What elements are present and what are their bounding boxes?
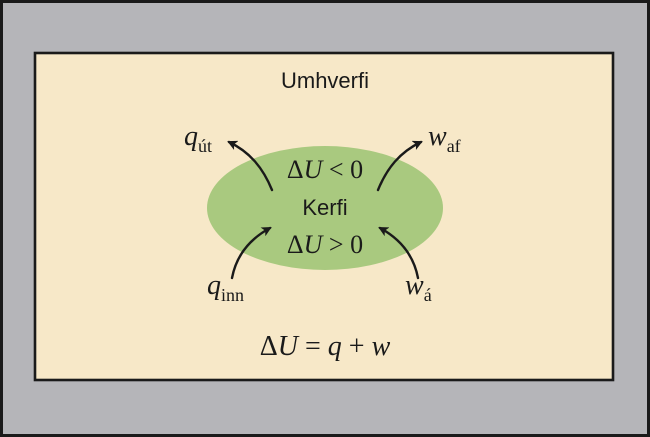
w-out-subscript: af xyxy=(447,136,461,156)
delta-u-positive: ΔU > 0 xyxy=(287,230,363,259)
equation-w: w xyxy=(372,331,391,362)
w-out-base: w xyxy=(428,121,447,152)
q-out-subscript: út xyxy=(198,136,212,156)
arrow-in-icon xyxy=(230,226,272,280)
delta-u-negative: ΔU < 0 xyxy=(287,155,363,184)
energy-equation: ΔU = q + w xyxy=(260,331,391,362)
w-in-base: w xyxy=(405,270,424,301)
delta-symbol: Δ xyxy=(287,230,304,259)
w-in-label: wá xyxy=(405,270,432,305)
w-in-subscript: á xyxy=(424,285,432,305)
arrow-out-icon xyxy=(376,140,423,192)
inequality-negative: < 0 xyxy=(322,155,363,184)
energy-variable: U xyxy=(304,155,325,184)
q-out-base: q xyxy=(184,121,198,152)
q-in-label: qinn xyxy=(207,270,244,305)
w-out-label: waf xyxy=(428,121,461,156)
arrow-out-icon xyxy=(227,140,274,192)
system-label: Kerfi xyxy=(302,195,347,220)
q-in-base: q xyxy=(207,270,221,301)
equation-u: U xyxy=(278,331,300,362)
equation-q: q xyxy=(328,331,342,362)
arrow-in-icon xyxy=(378,226,420,280)
q-out-label: qút xyxy=(184,121,212,156)
inequality-positive: > 0 xyxy=(322,230,363,259)
surroundings-label: Umhverfi xyxy=(281,68,369,93)
equation-delta: Δ xyxy=(260,331,278,362)
q-in-subscript: inn xyxy=(221,285,244,305)
energy-variable: U xyxy=(304,230,325,259)
delta-symbol: Δ xyxy=(287,155,304,184)
equation-equals: = xyxy=(298,331,328,362)
equation-plus: + xyxy=(342,331,372,362)
